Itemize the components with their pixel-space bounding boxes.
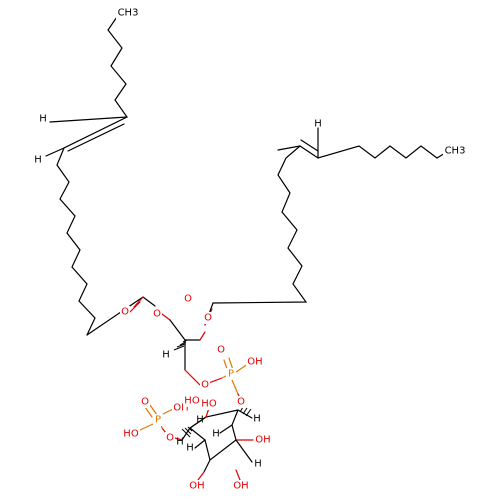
carbonyl-oxygen-label: O <box>121 307 129 318</box>
ring-hydroxyl-label: HO <box>201 399 217 410</box>
atom-labels: CH3 H H H CH3 O O O O H O P OH O O O OH … <box>34 6 467 492</box>
ring-hydroxyl-label: OH <box>189 481 204 492</box>
ring-h-label: H <box>253 414 261 425</box>
ring-h-label: H <box>212 429 220 440</box>
ester-oxygen-label: O <box>204 313 212 324</box>
ring-h-label: H <box>254 459 262 470</box>
ring-hydroxyl-label: OH <box>233 481 248 492</box>
ch3-right-label: CH3 <box>445 146 466 157</box>
phosphate-2-hydroxyl-label: HO <box>123 429 139 440</box>
ch3-top-label: CH3 <box>118 8 139 19</box>
phosphate-2-double-oxygen-label: O <box>141 397 149 408</box>
h-vinylic-label: H <box>314 119 322 130</box>
glycerol-bonds <box>129 296 214 386</box>
chain-a-bonds <box>45 13 144 336</box>
phosphate-1-double-oxygen-label: O <box>217 345 225 356</box>
ring-hydroxyl-label: OH <box>255 435 270 446</box>
phosphate-2-hydroxyl-label: OH <box>173 403 188 414</box>
stereo-h-label: H <box>162 350 170 361</box>
ring-h-label: H <box>176 437 184 448</box>
chain-b-bonds <box>212 127 451 304</box>
h-vinylic-label: H <box>34 155 42 166</box>
phosphorus-1-label: P <box>228 369 234 380</box>
ring-hydroxyl-label: HO <box>184 396 200 407</box>
ring-h-label: H <box>196 415 204 426</box>
phosphate-1-bridge-oxygen-label: O <box>201 380 209 391</box>
ester-oxygen-label: O <box>153 309 161 320</box>
carbonyl-oxygen-label: O <box>184 294 192 305</box>
phosphorus-2-label: P <box>155 415 161 426</box>
ring-stereo-hashes <box>181 406 252 438</box>
h-vinylic-label: H <box>39 114 47 125</box>
stereo-hash <box>173 339 188 351</box>
phosphate-1-hydroxyl-label: OH <box>247 357 262 368</box>
phosphate-2-ring-oxygen-label: O <box>166 433 174 444</box>
phosphate-1-ring-oxygen-label: O <box>237 397 245 408</box>
ring-h-label: H <box>186 443 194 454</box>
